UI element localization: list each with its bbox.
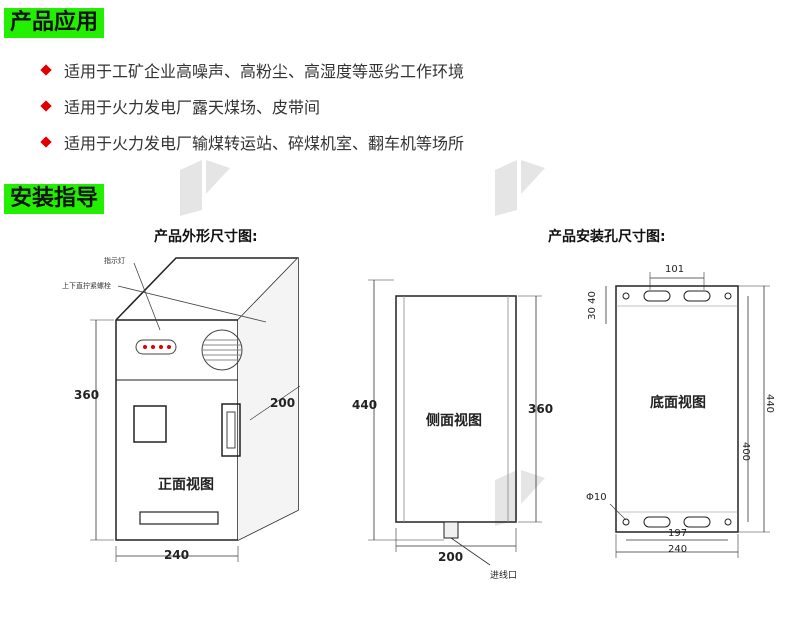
bottom-dim-hole-vertical: 400 xyxy=(740,441,752,462)
bullet-diamond-icon xyxy=(40,64,52,76)
bullet-diamond-icon xyxy=(40,136,52,148)
screw-label: 上下直拧紧螺栓 xyxy=(62,282,111,290)
bottom-view-drawing xyxy=(605,272,770,558)
caption-outline: 产品外形尺寸图: xyxy=(154,229,258,245)
bottom-dim-total-height: 440 xyxy=(764,393,776,414)
bottom-view-label: 底面视图 xyxy=(650,395,706,411)
watermark-logo-icon xyxy=(495,160,545,216)
list-item-text: 适用于火力发电厂露天煤场、皮带间 xyxy=(64,98,321,117)
front-view-label: 正面视图 xyxy=(158,477,214,493)
side-dim-total-height: 440 xyxy=(352,398,378,412)
list-item-text: 适用于工矿企业高噪声、高粉尘、高湿度等恶劣工作环境 xyxy=(64,62,465,81)
front-dim-depth: 200 xyxy=(270,396,296,410)
bottom-dim-hole-dia: Φ10 xyxy=(586,492,607,503)
caption-holes: 产品安装孔尺寸图: xyxy=(548,229,666,245)
indicator-light-icon xyxy=(159,345,163,349)
bottom-dim-top-40: 40 xyxy=(586,291,598,304)
side-view-drawing xyxy=(368,279,542,566)
side-dim-depth: 200 xyxy=(438,550,464,564)
indicator-light-icon xyxy=(143,345,147,349)
list-item-text: 适用于火力发电厂输煤转运站、碎煤机室、翻车机等场所 xyxy=(64,134,465,153)
side-dim-body-height: 360 xyxy=(528,402,554,416)
bottom-dim-top-30: 30 xyxy=(586,307,598,320)
list-item: 适用于火力发电厂露天煤场、皮带间 xyxy=(40,88,464,124)
section-title-install: 安装指导 xyxy=(4,184,105,214)
front-view-drawing xyxy=(90,257,301,562)
bottom-dim-slot-width: 101 xyxy=(665,264,685,275)
side-view-label: 侧面视图 xyxy=(426,413,482,429)
indicator-light-icon xyxy=(167,345,171,349)
application-list: 适用于工矿企业高噪声、高粉尘、高湿度等恶劣工作环境 适用于火力发电厂露天煤场、皮… xyxy=(40,52,464,160)
indicator-light-icon xyxy=(151,345,155,349)
front-dim-height: 360 xyxy=(74,388,100,402)
list-item: 适用于工矿企业高噪声、高粉尘、高湿度等恶劣工作环境 xyxy=(40,52,464,88)
inlet-label: 进线口 xyxy=(490,571,518,581)
watermark-logo-icon xyxy=(180,160,230,216)
bottom-dim-width: 240 xyxy=(668,544,688,555)
bullet-diamond-icon xyxy=(40,100,52,112)
bottom-dim-hole-spacing: 197 xyxy=(668,528,688,539)
front-dim-width: 240 xyxy=(164,548,190,562)
indicator-label: 指示灯 xyxy=(104,257,125,265)
watermark-logo-icon xyxy=(495,470,545,526)
list-item: 适用于火力发电厂输煤转运站、碎煤机室、翻车机等场所 xyxy=(40,124,464,160)
section-title-application: 产品应用 xyxy=(4,8,105,38)
